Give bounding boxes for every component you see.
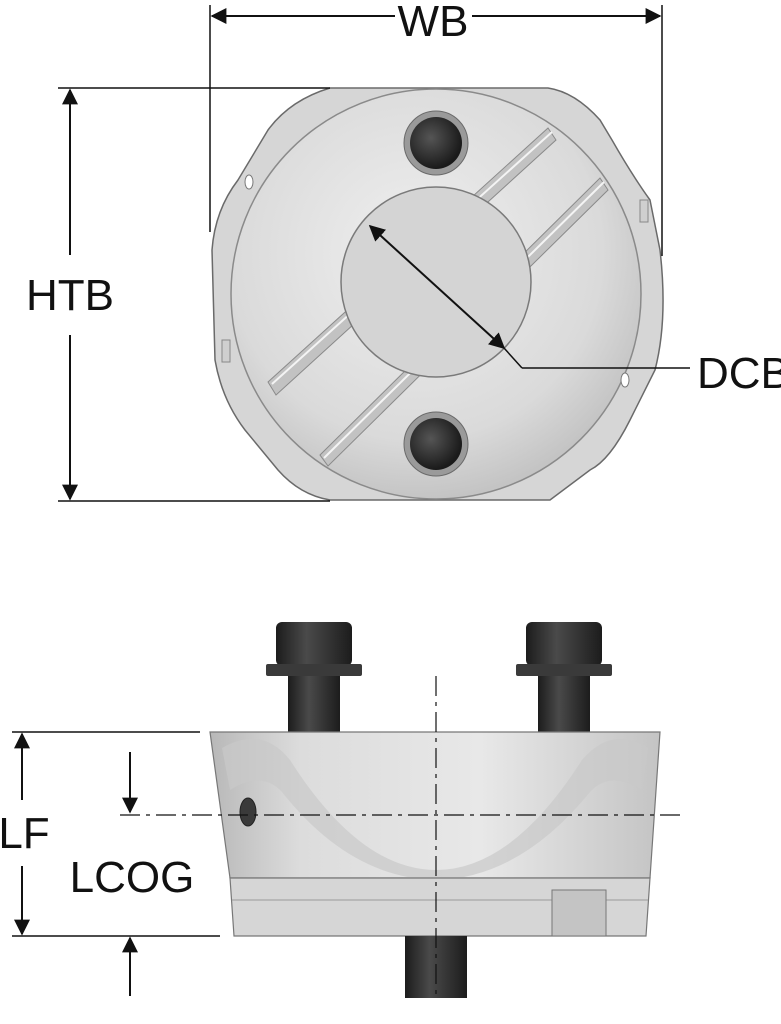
wb-dimension: WB — [209, 0, 663, 256]
lf-label: LF — [0, 809, 50, 858]
side-notch — [551, 889, 607, 937]
lf-dimension: LF — [0, 731, 220, 937]
top-bolt-head-upper — [403, 110, 469, 176]
htb-label: HTB — [26, 271, 114, 320]
side-hole-left — [244, 174, 254, 190]
lcog-dimension: LCOG — [70, 752, 195, 996]
side-body-lower — [229, 877, 651, 937]
dcb-label: DCB — [697, 349, 781, 398]
saddle-curve — [222, 738, 648, 880]
htb-dimension: HTB — [26, 87, 330, 502]
side-bolt-left — [266, 622, 362, 732]
wb-label: WB — [398, 0, 469, 46]
side-view — [120, 622, 686, 1000]
dcb-dimension: DCB — [368, 224, 781, 398]
side-port — [239, 797, 257, 827]
center-bore — [340, 186, 532, 378]
side-bolt-right — [516, 622, 612, 732]
side-hole-right — [620, 372, 630, 388]
lcog-label: LCOG — [70, 853, 195, 902]
top-bolt-head-lower — [403, 411, 469, 477]
top-view — [211, 87, 664, 501]
